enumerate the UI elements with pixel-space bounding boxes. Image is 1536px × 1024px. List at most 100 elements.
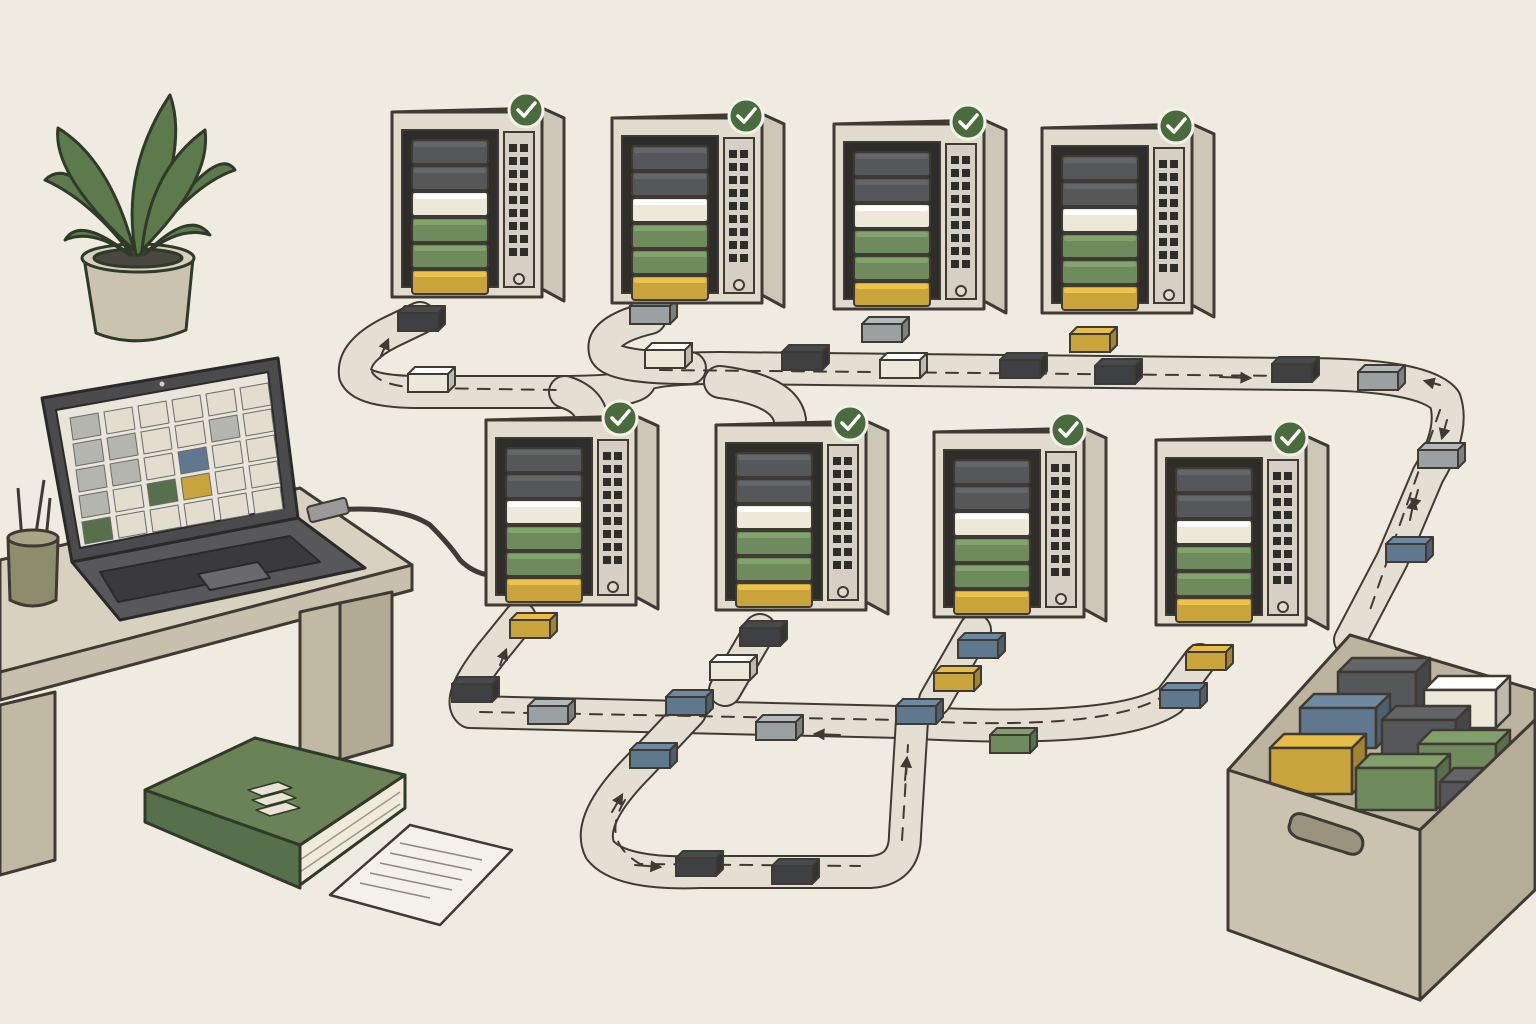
vent-slot: [1284, 563, 1292, 571]
vent-slot: [1062, 503, 1070, 511]
vent-slot: [520, 196, 528, 204]
vent-slot: [509, 248, 517, 256]
screen-tile: [214, 466, 247, 495]
checkmark-icon: [736, 107, 757, 124]
vent-slot: [1159, 238, 1167, 246]
vent-slot: [1273, 485, 1281, 493]
vent-slot: [833, 522, 841, 530]
vent-slot: [962, 221, 970, 229]
power-button: [1055, 593, 1067, 605]
storage-drive-icon: [709, 654, 758, 681]
drive-front: [1159, 689, 1201, 709]
storage-drive-icon: [1268, 732, 1368, 796]
drive-side: [669, 742, 678, 769]
checkmark-icon: [516, 101, 537, 118]
laptop-touchpad: [197, 561, 271, 591]
vent-slot: [1170, 251, 1178, 259]
page-line-3: [299, 791, 401, 861]
storage-drive-highlight: [956, 592, 1028, 597]
server-panel: [827, 444, 859, 601]
leaf-5: [140, 128, 208, 252]
server-array: [390, 91, 1330, 631]
storage-drive-highlight: [738, 533, 810, 538]
status-badge: [727, 97, 765, 135]
status-badge: [949, 103, 987, 141]
storage-drive-highlight: [1178, 548, 1250, 553]
vent-slot: [1051, 542, 1059, 550]
drive-front: [644, 349, 686, 369]
vent-slot: [614, 491, 622, 499]
storage-drive-highlight: [414, 194, 486, 199]
drive-front: [407, 373, 449, 393]
vent-slot: [951, 182, 959, 190]
drive-side: [684, 342, 693, 369]
vent-slot: [740, 176, 748, 184]
drive-front: [709, 661, 751, 681]
screen-tile: [72, 438, 105, 467]
screen-tile: [112, 484, 145, 513]
vent-slot: [740, 215, 748, 223]
drive-front: [755, 721, 797, 741]
paper-line-1: [399, 842, 483, 861]
drive-front: [933, 672, 975, 692]
vent-slot: [1170, 264, 1178, 272]
vent-slot: [520, 183, 528, 191]
potted-plant-icon: [43, 93, 237, 343]
status-badge: [1157, 107, 1195, 145]
storage-drive-icon: [1185, 644, 1234, 671]
vent-slot: [509, 209, 517, 217]
vent-slot: [844, 470, 852, 478]
cable-plug: [306, 497, 350, 523]
storage-drive-icon: [861, 316, 910, 343]
vent-slot: [509, 222, 517, 230]
screen-tile: [140, 426, 173, 455]
flow-arrow-2: [1219, 371, 1253, 384]
storage-drive-highlight: [414, 272, 486, 277]
storage-drive-highlight: [738, 585, 810, 590]
server-panel: [1153, 147, 1185, 304]
vent-slot: [1170, 238, 1178, 246]
storage-drive-icon: [771, 858, 820, 885]
storage-drive-icon: [1354, 752, 1452, 812]
vent-slot: [729, 228, 737, 236]
flow-arrow-7: [496, 647, 509, 666]
storage-drive-highlight: [508, 502, 580, 507]
screen-tile: [137, 400, 170, 429]
server-panel: [503, 131, 535, 288]
storage-drive-highlight: [634, 200, 706, 205]
storage-drive-highlight: [956, 488, 1028, 493]
vent-slot: [509, 144, 517, 152]
screen-tile: [183, 498, 216, 527]
vent-slot: [962, 195, 970, 203]
drive-front: [1357, 371, 1399, 391]
vent-slot: [962, 182, 970, 190]
drive-front: [1069, 333, 1111, 353]
storage-drive-icon: [739, 620, 788, 647]
vent-slot: [1273, 524, 1281, 532]
vent-slot: [1159, 173, 1167, 181]
drive-side: [821, 344, 830, 371]
vent-slot: [729, 176, 737, 184]
vent-slot: [962, 169, 970, 177]
storage-drive-icon: [527, 698, 576, 725]
storage-drive-highlight: [634, 174, 706, 179]
storage-drive-highlight: [1178, 470, 1250, 475]
vent-slot: [833, 457, 841, 465]
storage-drive-highlight: [414, 142, 486, 147]
server-tower-icon: [714, 404, 890, 616]
vent-slot: [1062, 542, 1070, 550]
vent-slot: [1159, 212, 1167, 220]
drive-side: [1039, 352, 1048, 379]
server-tower-icon: [610, 97, 786, 309]
vent-slot: [1062, 477, 1070, 485]
vent-slot: [1062, 464, 1070, 472]
vent-slot: [844, 509, 852, 517]
drive-side: [1397, 364, 1406, 391]
emblem-bar-1: [247, 781, 293, 797]
server-tower-icon: [1154, 419, 1330, 631]
server-side: [634, 414, 660, 611]
vent-slot: [509, 235, 517, 243]
drive-front: [879, 359, 921, 379]
paper-line-3: [379, 862, 463, 881]
